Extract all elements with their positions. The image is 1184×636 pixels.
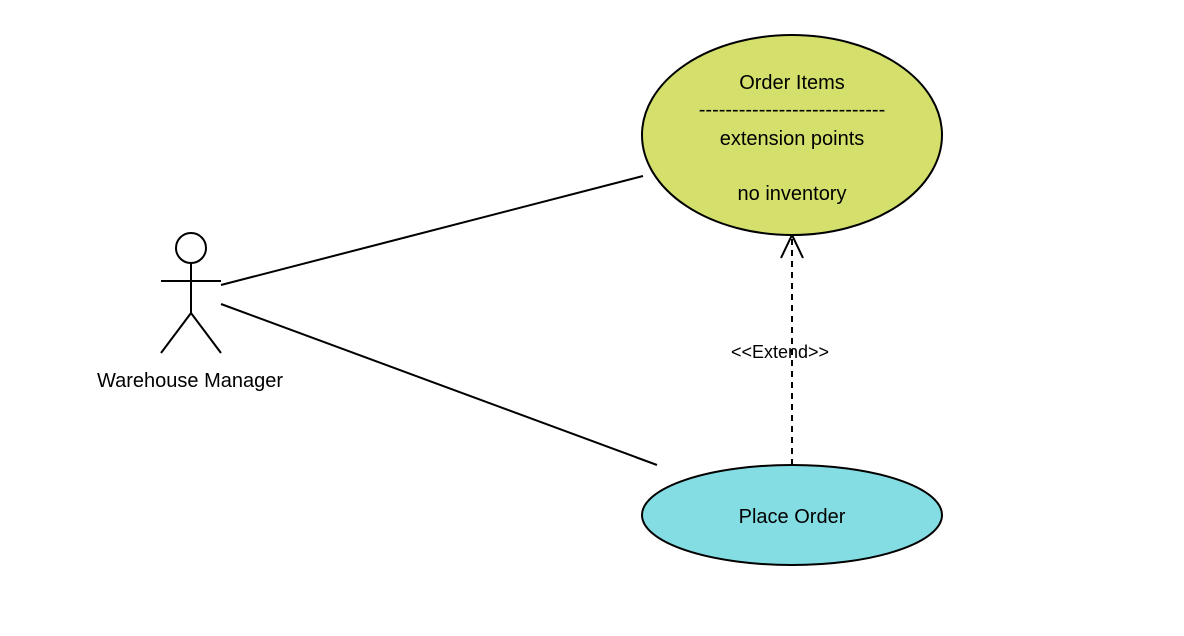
actor-right-leg: [190, 312, 222, 354]
use-case-order-items-title: Order Items: [739, 72, 845, 94]
actor-warehouse-manager[interactable]: Warehouse Manager: [97, 232, 283, 392]
actor-left-leg: [160, 312, 192, 354]
use-case-place-order[interactable]: Place Order: [641, 464, 943, 566]
use-case-order-items-separator: ----------------------------: [699, 99, 885, 121]
extend-relationship[interactable]: <<Extend>>: [731, 232, 829, 465]
extension-point-no-inventory: no inventory: [738, 183, 847, 205]
use-case-place-order-title: Place Order: [739, 506, 846, 528]
use-case-order-items-ellipse: [641, 34, 943, 236]
use-case-place-order-ellipse: [641, 464, 943, 566]
actor-label: Warehouse Manager: [97, 370, 283, 392]
actor-head: [175, 232, 207, 264]
use-case-order-items[interactable]: Order Items ----------------------------…: [641, 34, 943, 236]
association-manager-place-order[interactable]: [220, 303, 658, 466]
extend-label: <<Extend>>: [731, 342, 829, 362]
association-manager-order-items[interactable]: [220, 175, 644, 286]
extension-points-heading: extension points: [720, 128, 865, 150]
